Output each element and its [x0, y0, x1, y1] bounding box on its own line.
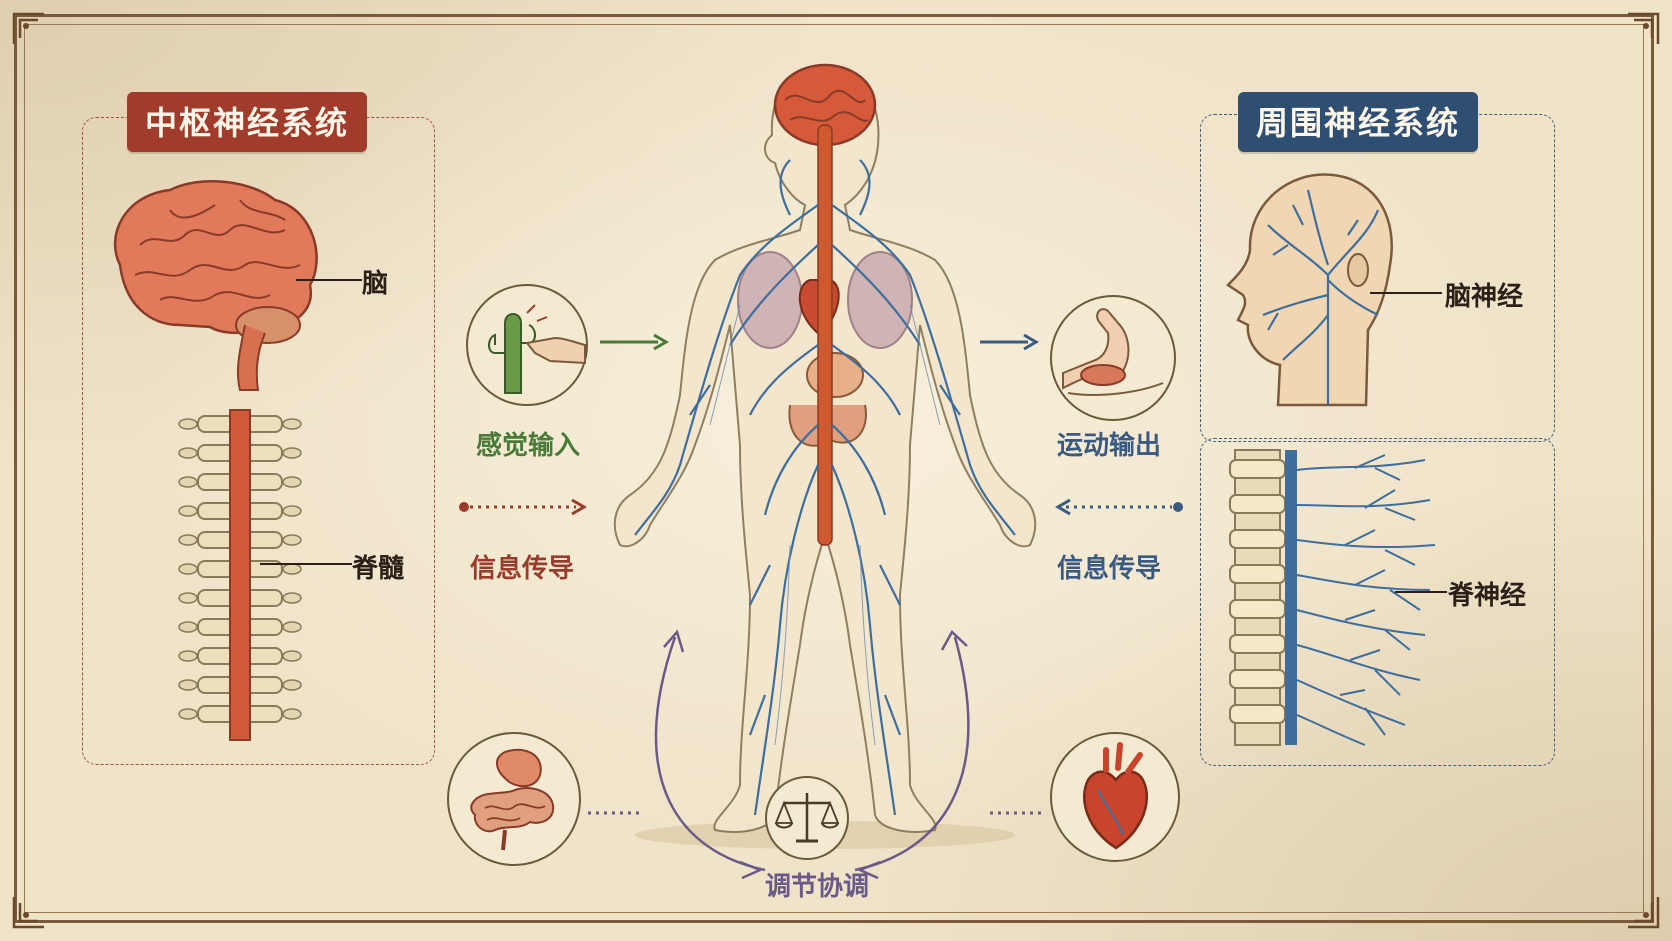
vertebra-process [178, 534, 198, 546]
brain-icon [113, 180, 318, 391]
corner-ornament-icon [1624, 893, 1662, 931]
spinal-nerves-label: 脊神经 [1448, 581, 1527, 611]
vertebra-process [282, 418, 302, 430]
balance-scale-icon [765, 776, 849, 860]
vertebra-process [178, 679, 198, 691]
vertebra-process [282, 708, 302, 720]
vertebra-process [282, 650, 302, 662]
vertebra-process [282, 534, 302, 546]
sensory-input-label: 感觉输入 [476, 431, 581, 461]
heart-icon [1050, 732, 1180, 862]
sensory-arrow-icon [600, 333, 669, 351]
vertebra-process [282, 447, 302, 459]
signal-right-label: 信息传导 [1057, 554, 1162, 584]
cns-title: 中枢神经系统 [127, 92, 368, 152]
inner-frame [24, 24, 1644, 913]
vertebra-process [178, 505, 198, 517]
cactus-touch-icon [466, 284, 588, 406]
spinal-nerves-icon [1229, 449, 1436, 746]
digestion-link-dots [588, 811, 643, 815]
flexed-arm-icon [1050, 295, 1176, 421]
regulation-label: 调节协调 [765, 872, 870, 902]
outer-frame [14, 14, 1654, 923]
vertebra-process [282, 476, 302, 488]
spinal-nerves-leader-line [1395, 591, 1447, 593]
vertebra-process [178, 447, 198, 459]
signal-left-label: 信息传导 [470, 554, 575, 584]
vertebra-process [178, 563, 198, 575]
motor-output-label: 运动输出 [1057, 431, 1162, 461]
cranial-nerves-label: 脑神经 [1445, 282, 1524, 312]
signal-left-arrow-icon [459, 498, 587, 516]
spinal-cord-label: 脊髓 [352, 554, 405, 584]
vertebra-process [282, 505, 302, 517]
vertebra-process [178, 650, 198, 662]
vertebra-process [282, 621, 302, 633]
brain-label: 脑 [362, 269, 389, 299]
vertebra-process [282, 679, 302, 691]
motor-arrow-icon [980, 333, 1039, 351]
cranial-nerves-leader-line [1370, 292, 1442, 294]
digestive-organs-icon [447, 732, 581, 866]
vertebra-process [178, 621, 198, 633]
heart-link-dots [990, 811, 1045, 815]
vertebra-process [178, 708, 198, 720]
head-nerves-icon [1226, 173, 1393, 407]
vertebra-process [282, 592, 302, 604]
pns-panel-bottom [1200, 438, 1555, 766]
pns-title: 周围神经系统 [1238, 92, 1479, 152]
corner-ornament-icon [10, 893, 48, 931]
regulation-loop-icon [654, 629, 970, 880]
vertebra-process [178, 418, 198, 430]
corner-ornament-icon [1624, 10, 1662, 48]
vertebra-process [178, 592, 198, 604]
vertebra-process [178, 476, 198, 488]
spine-icon [178, 409, 302, 741]
signal-right-arrow-icon [1055, 498, 1183, 516]
corner-ornament-icon [10, 10, 48, 48]
spinal-cord-leader-line [260, 563, 352, 565]
brain-leader-line [296, 279, 362, 281]
